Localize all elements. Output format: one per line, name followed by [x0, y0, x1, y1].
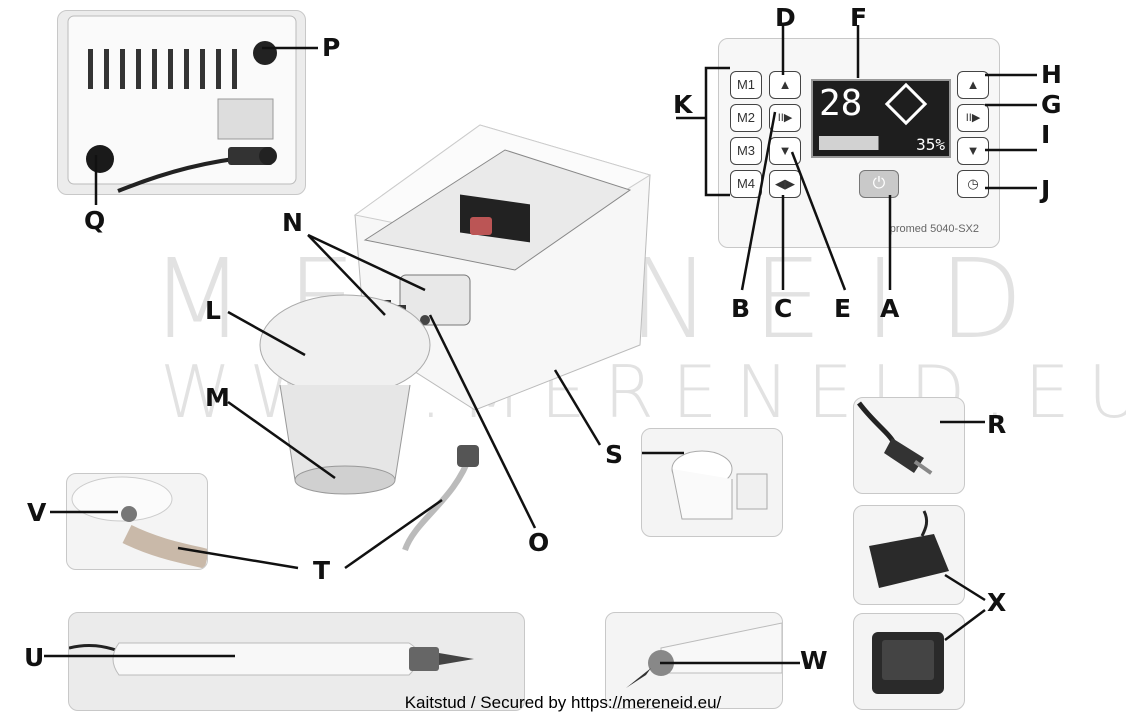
label-v: V: [27, 498, 47, 527]
control-panel-brand: promed 5040-SX2: [889, 223, 979, 235]
power-cord-photo: [853, 397, 965, 494]
foot-pedal-photo-2: [853, 613, 965, 710]
label-k: K: [673, 90, 693, 119]
memory-button-m3: M3: [730, 137, 762, 165]
label-r: R: [987, 410, 1007, 439]
hose-connector-photo: [66, 473, 208, 570]
label-b: B: [731, 294, 751, 323]
label-f: F: [850, 3, 868, 32]
label-n: N: [282, 208, 303, 237]
direction-icon: ◀▶: [769, 170, 801, 198]
handpiece-tip-photo: [605, 612, 783, 709]
label-x: X: [987, 588, 1007, 617]
label-c: C: [774, 294, 793, 323]
label-w: W: [800, 646, 828, 675]
label-o: O: [528, 528, 550, 557]
label-j: J: [1041, 175, 1051, 204]
holder-photo: [641, 428, 783, 537]
timer-icon: ◷: [957, 170, 989, 198]
jar-illustration: [259, 294, 431, 495]
memory-button-m2: M2: [730, 104, 762, 132]
power-plug-illustration: [857, 401, 933, 475]
foot-pedal-icon: [872, 632, 944, 694]
label-u: U: [24, 643, 45, 672]
torque-play-icon: II▶: [957, 104, 989, 132]
speed-up-icon: ▲: [769, 71, 801, 99]
lcd-speed-value: 28: [819, 83, 863, 124]
label-l: L: [205, 296, 221, 325]
label-e: E: [834, 294, 852, 323]
label-d: D: [775, 3, 796, 32]
label-g: G: [1041, 90, 1062, 119]
play-pause-icon: II▶: [769, 104, 801, 132]
label-t: T: [313, 556, 331, 585]
lcd-speed-bar: [819, 136, 904, 150]
hose-connector-illustration: [71, 476, 207, 569]
torque-up-icon: ▲: [957, 71, 989, 99]
label-q: Q: [84, 206, 106, 235]
label-a: A: [880, 294, 900, 323]
handpiece-illustration: [69, 642, 474, 676]
label-p: P: [322, 33, 341, 62]
memory-button-m1: M1: [730, 71, 762, 99]
foot-pedal-icon: [869, 510, 949, 588]
power-button-icon: ⏻: [859, 170, 899, 198]
label-i: I: [1041, 120, 1051, 149]
label-m: M: [205, 383, 230, 412]
label-s: S: [605, 440, 624, 469]
lcd-display: 28 35%: [811, 79, 951, 158]
handpiece-holder-illustration: [671, 450, 768, 520]
rear-panel-illustration: [67, 15, 297, 193]
rear-panel-photo: [57, 10, 306, 195]
label-h: H: [1041, 60, 1062, 89]
copyright-caption: Kaitstud / Secured by https://mereneid.e…: [404, 693, 722, 712]
foot-pedal-photo-1: [853, 505, 965, 605]
torque-down-icon: ▼: [957, 137, 989, 165]
handpiece-photo: [68, 612, 525, 711]
lcd-percent-value: 35%: [916, 135, 945, 154]
hose-illustration: [402, 445, 479, 552]
